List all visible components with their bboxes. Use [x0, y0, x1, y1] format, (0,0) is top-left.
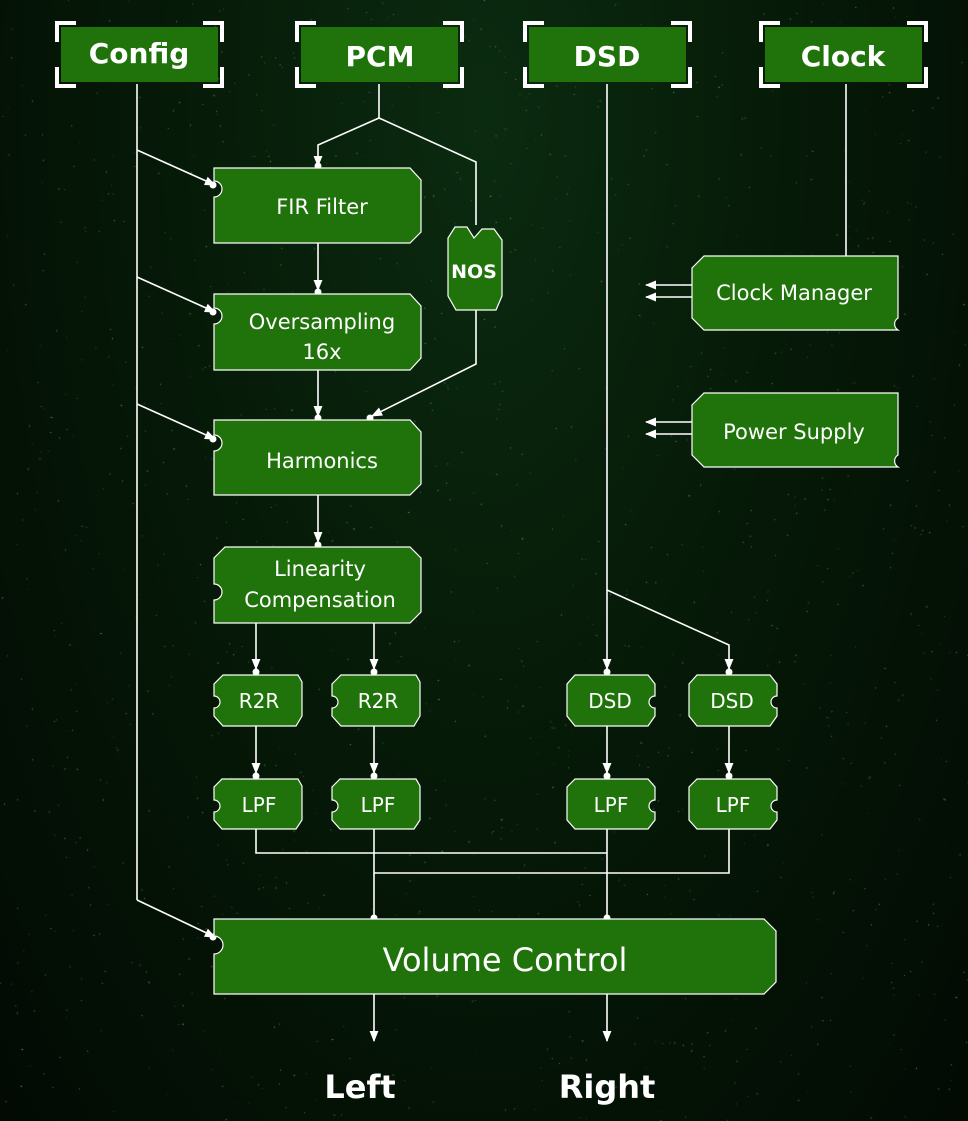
output-right-label: Right [558, 1068, 656, 1106]
input-config: Config [55, 21, 224, 88]
r2r-right-block: R2R [331, 674, 421, 727]
dsd-right-label: DSD [710, 689, 754, 713]
volume-control-block: Volume Control [213, 918, 777, 995]
nos-label: NOS [451, 261, 497, 283]
dsd-left-block: DSD [566, 674, 656, 727]
lpf-2-label: LPF [361, 793, 396, 817]
lpf-4-block: LPF [688, 778, 778, 830]
lpf-3-label: LPF [594, 793, 629, 817]
clock-label: Clock [801, 40, 887, 73]
linearity-compensation-block: Linearity Compensation [213, 546, 422, 624]
connection-dots [209, 162, 733, 941]
lpf-4-label: LPF [716, 793, 751, 817]
linearity-label: Linearity [274, 557, 366, 581]
lpf-2-block: LPF [331, 778, 421, 830]
volume-control-label: Volume Control [383, 941, 628, 979]
power-supply-block: Power Supply [691, 392, 901, 468]
connectors [136, 84, 847, 1043]
harmonics-label: Harmonics [266, 449, 378, 473]
input-clock: Clock [759, 21, 928, 88]
output-left-label: Left [324, 1068, 396, 1106]
lpf-3-block: LPF [566, 778, 656, 830]
clock-manager-label: Clock Manager [716, 281, 872, 305]
fir-filter-label: FIR Filter [276, 195, 368, 219]
config-label: Config [89, 37, 190, 70]
clock-manager-block: Clock Manager [691, 255, 901, 331]
lpf-1-block: LPF [213, 778, 303, 830]
harmonics-block: Harmonics [213, 419, 422, 496]
pcm-label: PCM [346, 40, 415, 73]
power-supply-label: Power Supply [723, 420, 865, 444]
r2r-left-label: R2R [239, 689, 280, 713]
fir-filter-block: FIR Filter [213, 167, 422, 244]
lpf-1-label: LPF [242, 793, 277, 817]
r2r-left-block: R2R [213, 674, 303, 727]
dsd-input-label: DSD [574, 40, 641, 73]
oversampling-block: Oversampling 16x [213, 293, 422, 371]
oversampling-rate-label: 16x [302, 340, 341, 364]
r2r-right-label: R2R [358, 689, 399, 713]
dsd-left-label: DSD [588, 689, 632, 713]
input-pcm: PCM [295, 21, 464, 88]
compensation-label: Compensation [244, 588, 396, 612]
dsd-right-block: DSD [688, 674, 778, 727]
input-dsd: DSD [523, 21, 692, 88]
nos-block: NOS [447, 226, 503, 311]
oversampling-label: Oversampling [249, 310, 395, 334]
